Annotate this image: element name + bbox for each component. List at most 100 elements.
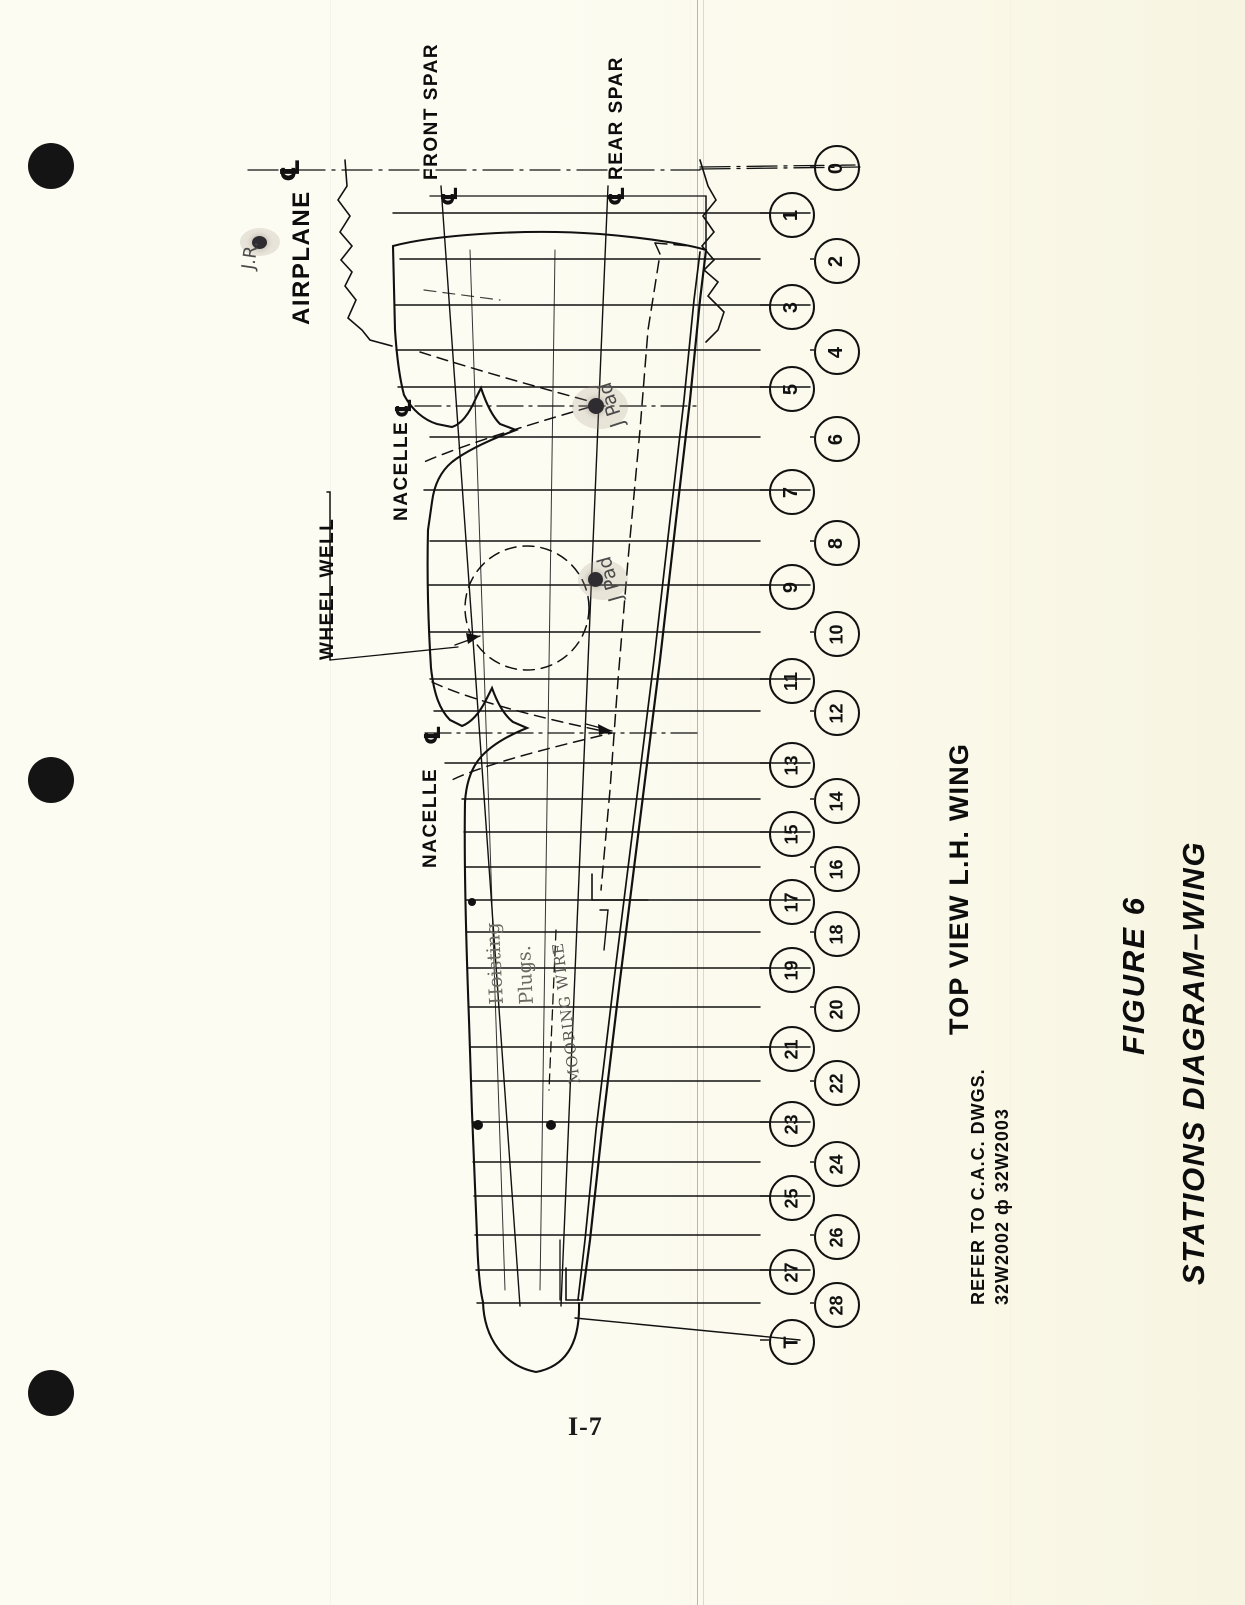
flap-cutout-inboard: [591, 873, 649, 901]
reference-note-line-2: 32W2002 ф 32W2003: [992, 1108, 1012, 1305]
nacelle-outboard-centerline-symbol: ℄: [421, 725, 446, 745]
view-label: TOP VIEW L.H. WING: [944, 742, 974, 1035]
station-callout-label: 26: [826, 1226, 847, 1248]
reference-note-line-1: REFER TO C.A.C. DWGS.: [968, 1068, 988, 1305]
station-callout-1[interactable]: 1: [769, 192, 815, 238]
nacelle-inboard-centerline-symbol: ℄: [392, 398, 417, 418]
station-callout-label: 22: [826, 1072, 847, 1094]
station-callout-18[interactable]: 18: [814, 911, 860, 957]
airplane-centerline-symbol: ℄: [276, 158, 306, 182]
station-callout-11[interactable]: 11: [769, 658, 815, 704]
ink-blob: [252, 236, 267, 249]
station-callout-label: T: [780, 1335, 803, 1349]
station-callout-2[interactable]: 2: [814, 238, 860, 284]
flap-cutout-notch: [599, 909, 609, 951]
page-folio: I-7: [568, 1412, 603, 1441]
nacelle-outboard-hidden-outline: [431, 681, 613, 783]
wheel-well-hidden-circle: [464, 545, 590, 671]
front-spar-line: [440, 185, 521, 1307]
red-margin-rule: [703, 0, 704, 1605]
station-callout-7[interactable]: 7: [769, 469, 815, 515]
station-callout-label: 15: [781, 823, 802, 845]
station-callout-3[interactable]: 3: [769, 284, 815, 330]
wing-forward-contour-outboard: [463, 800, 485, 1304]
initials-annotation-top: J.R.: [238, 239, 263, 271]
aileron-cutout-tip: [565, 1267, 581, 1301]
station-callout-16[interactable]: 16: [814, 846, 860, 892]
hoisting-plugs-line-1: Hoisting: [481, 922, 508, 1005]
station-callout-label: 24: [826, 1153, 847, 1175]
wheel-well-arrowhead: [466, 633, 480, 644]
station-0-leader: [699, 164, 856, 168]
fuselage-break-line: [337, 159, 393, 347]
station-callout-13[interactable]: 13: [769, 742, 815, 788]
figure-number: FIGURE 6: [1116, 896, 1151, 1055]
station-callout-label: 0: [825, 162, 848, 174]
station-callout-14[interactable]: 14: [814, 778, 860, 824]
punch-hole: [28, 1370, 74, 1416]
station-callout-28[interactable]: 28: [814, 1282, 860, 1328]
station-callout-10[interactable]: 10: [814, 611, 860, 657]
wing-tip-leader: [574, 1317, 801, 1341]
station-callout-0[interactable]: 0: [814, 145, 860, 191]
station-callout-label: 27: [781, 1261, 802, 1283]
hoisting-plugs-line-2: Plugs.: [512, 944, 538, 1005]
station-callout-label: 5: [780, 383, 803, 395]
station-callout-4[interactable]: 4: [814, 329, 860, 375]
pickup-point-dot: [468, 898, 476, 906]
station-callout-label: 14: [826, 790, 847, 812]
jack-pad-marker-upper: [588, 398, 604, 414]
station-callout-5[interactable]: 5: [769, 366, 815, 412]
scan-streak: [690, 0, 691, 1605]
station-callout-label: 4: [825, 346, 848, 358]
pickup-point-dot: [473, 1120, 483, 1130]
station-callout-21[interactable]: 21: [769, 1026, 815, 1072]
station-callout-label: 20: [826, 998, 847, 1020]
station-callout-label: 16: [826, 858, 847, 880]
station-callout-label: 21: [781, 1038, 802, 1060]
station-callout-15[interactable]: 15: [769, 811, 815, 857]
station-callout-25[interactable]: 25: [769, 1175, 815, 1221]
station-callout-label: 6: [825, 433, 848, 445]
station-callout-9[interactable]: 9: [769, 564, 815, 610]
wing-leading-edge-root: [391, 230, 708, 252]
station-callout-17[interactable]: 17: [769, 879, 815, 925]
station-callout-label: 18: [826, 923, 847, 945]
wheel-well-bracket: [326, 491, 331, 661]
station-callout-t[interactable]: T: [769, 1319, 815, 1365]
station-callout-label: 3: [780, 301, 803, 313]
wing-tip-round: [481, 1300, 581, 1374]
station-callout-label: 23: [781, 1113, 802, 1135]
station-callout-27[interactable]: 27: [769, 1249, 815, 1295]
wing-root-break-line: [699, 159, 725, 343]
nacelle-outboard-label: NACELLE: [420, 767, 441, 868]
station-callout-8[interactable]: 8: [814, 520, 860, 566]
station-callout-22[interactable]: 22: [814, 1060, 860, 1106]
station-callout-24[interactable]: 24: [814, 1141, 860, 1187]
wheel-well-leader-long: [329, 646, 459, 661]
airplane-label: AIRPLANE: [288, 190, 315, 325]
station-callout-label: 13: [781, 754, 802, 776]
station-callout-23[interactable]: 23: [769, 1101, 815, 1147]
front-spar-centerline-symbol: ℄: [438, 186, 463, 206]
station-callout-label: 2: [825, 255, 848, 267]
station-callout-label: 7: [780, 486, 803, 498]
ink-smudge: [578, 560, 628, 600]
station-callout-20[interactable]: 20: [814, 986, 860, 1032]
scan-streak: [330, 0, 331, 1605]
wing-forward-contour-inboard: [391, 244, 519, 532]
station-callout-label: 9: [780, 581, 803, 593]
station-callout-6[interactable]: 6: [814, 416, 860, 462]
rear-spar-centerline-symbol: ℄: [605, 186, 630, 206]
station-callout-19[interactable]: 19: [769, 947, 815, 993]
punch-hole: [28, 143, 74, 189]
rear-spar-line: [560, 185, 609, 1307]
station-callout-label: 28: [826, 1294, 847, 1316]
scan-streak: [1010, 0, 1011, 1605]
nacelle-arrowhead: [598, 724, 612, 735]
rear-spar-label: REAR SPAR: [606, 56, 627, 180]
station-callout-26[interactable]: 26: [814, 1214, 860, 1260]
jack-pad-marker-lower: [588, 572, 603, 587]
station-callout-12[interactable]: 12: [814, 690, 860, 736]
